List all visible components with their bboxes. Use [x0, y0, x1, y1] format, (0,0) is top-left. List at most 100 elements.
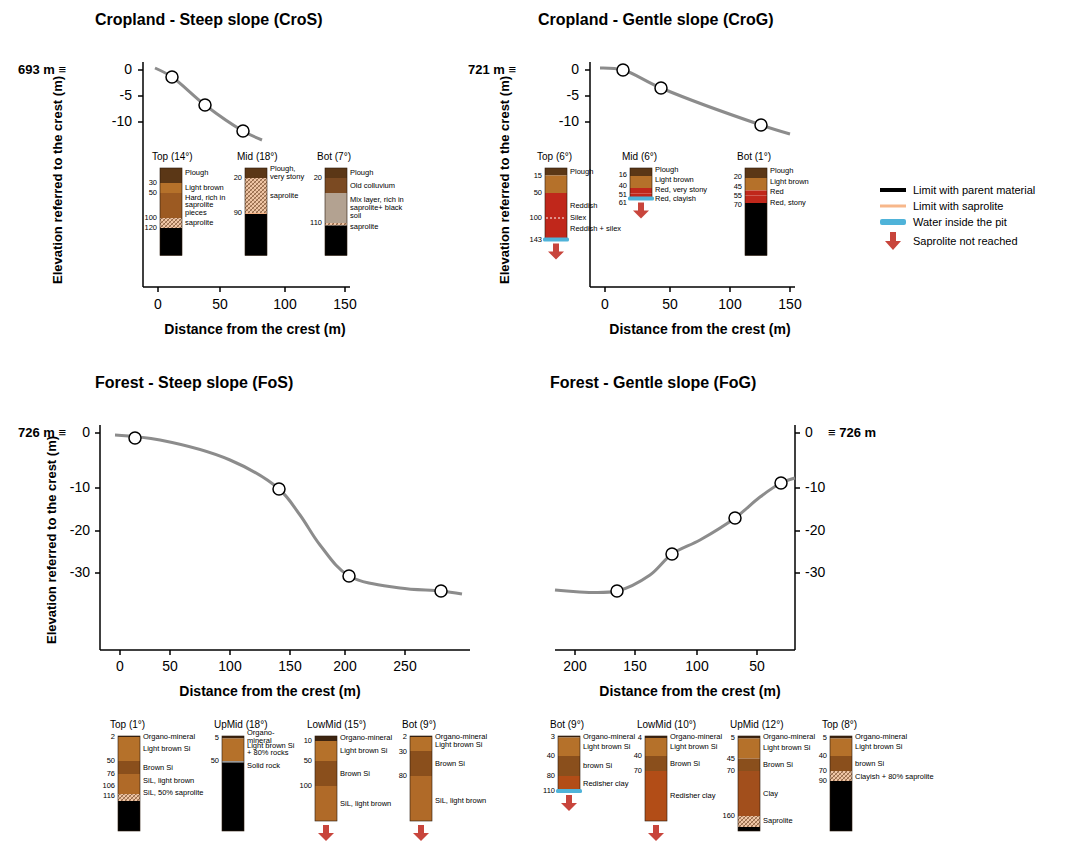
axis-line	[604, 287, 606, 292]
axis-line	[100, 649, 470, 651]
soil-layer	[745, 203, 767, 256]
layer-label: Reddish + silex	[570, 225, 630, 233]
figure-label: 721 m ≡	[468, 63, 516, 77]
depth-number: 76	[88, 770, 115, 778]
layer-label: SiL, light brown	[143, 777, 221, 785]
layer-label: Light brown Si	[670, 743, 728, 751]
figure-label: ≡ 726 m	[828, 426, 876, 440]
axis-line	[157, 287, 159, 292]
soil-layer	[160, 193, 182, 218]
column-outline	[160, 168, 182, 256]
layer-label: Redisher clay	[583, 780, 638, 788]
axis-line	[795, 530, 800, 532]
pit-heading: Top (8°)	[822, 720, 857, 731]
soil-layer	[325, 223, 347, 226]
column-outline	[118, 736, 140, 831]
soil-layer	[830, 771, 852, 781]
pit-location	[435, 585, 447, 597]
figure-label: -10	[70, 480, 90, 495]
soil-layer	[315, 741, 337, 761]
depth-number: 143	[515, 236, 542, 244]
layer-label: Brown Si	[435, 760, 497, 768]
axis-line	[95, 572, 100, 574]
depth-number: 61	[600, 199, 627, 207]
axis-line	[169, 650, 171, 655]
layer-label: Organo-mineral	[340, 734, 402, 742]
soil-column-drawing	[545, 168, 567, 280]
depth-number: 40	[600, 182, 627, 190]
layer-label: Light brown Si	[435, 741, 497, 749]
column-outline	[245, 168, 267, 256]
soil-layer	[745, 191, 767, 196]
axis-line	[669, 287, 671, 292]
depth-number: 110	[528, 787, 555, 795]
column-outline	[558, 736, 580, 791]
soil-profile-column: Mid (6°)16Plough40Light brown51Red, very…	[600, 152, 720, 282]
figure-label: 200	[563, 659, 586, 674]
depth-number: 10	[285, 737, 312, 745]
depth-number: 45	[715, 183, 742, 191]
pit-location	[166, 71, 178, 83]
column-outline	[830, 736, 852, 831]
column-outline	[545, 168, 567, 240]
pit-heading: UpMid (12°)	[730, 720, 783, 731]
axis-line	[794, 425, 796, 650]
soil-layer	[118, 794, 140, 801]
soil-layer	[545, 193, 567, 240]
figure-label: 50	[162, 659, 178, 674]
soil-column-drawing	[245, 168, 267, 280]
depth-number: 20	[715, 173, 742, 181]
layer-label: Clay	[763, 790, 823, 798]
slope-curve	[155, 68, 262, 140]
figure-label: 100	[718, 297, 741, 312]
figure-label: Elevation referred to the crest (m)	[45, 425, 59, 655]
figure-label: Distance from the crest (m)	[609, 322, 790, 337]
soil-layer	[545, 168, 567, 176]
layer-label: Brown Si	[763, 761, 823, 769]
pit-location	[129, 432, 141, 444]
depth-number: 3	[528, 733, 555, 741]
soil-layer	[558, 738, 580, 757]
pit-location	[273, 483, 285, 495]
figure-label: 0	[601, 297, 609, 312]
figure-label: 150	[778, 297, 801, 312]
soil-column-drawing	[830, 736, 852, 848]
soil-layer	[410, 737, 432, 751]
soil-layer	[245, 168, 267, 178]
axis-line	[143, 286, 350, 288]
legend-text: Limit with parent material	[913, 184, 1035, 196]
slope-curve	[600, 68, 790, 134]
pit-heading: Top (6°)	[537, 152, 572, 163]
depth-number: 2	[88, 733, 115, 741]
soil-layer	[738, 771, 760, 816]
depth-number: 50	[192, 757, 219, 765]
axis-line	[289, 650, 291, 655]
depth-number: 30	[130, 179, 157, 187]
axis-line	[138, 121, 143, 123]
soil-layer	[738, 827, 760, 831]
axis-line	[795, 432, 800, 434]
soil-layer	[645, 771, 667, 821]
axis-line	[585, 121, 590, 123]
soil-layer	[222, 739, 244, 762]
layer-label: Organo-mineral	[143, 733, 221, 741]
not-reached-arrow	[548, 244, 564, 260]
soil-layer	[325, 168, 347, 178]
soil-layer	[410, 776, 432, 821]
soil-layer	[630, 176, 652, 188]
soil-profile-column: Top (6°)15Plough50Reddish100SilexReddish…	[515, 152, 630, 282]
not-reached-arrow	[413, 825, 429, 841]
axis-line	[119, 650, 121, 655]
figure-label: 726 m ≡	[18, 426, 66, 440]
figure-label: 0	[82, 425, 90, 440]
soil-column-drawing	[118, 736, 140, 848]
pit-heading: LowMid (15°)	[307, 720, 366, 731]
soil-layer	[830, 756, 852, 771]
figure-label: -20	[70, 523, 90, 538]
column-outline	[410, 736, 432, 821]
soil-layer	[410, 751, 432, 776]
column-outline	[645, 736, 667, 821]
layer-label: Hard, rich in saprolite pieces	[185, 194, 229, 218]
axis-line	[590, 286, 795, 288]
